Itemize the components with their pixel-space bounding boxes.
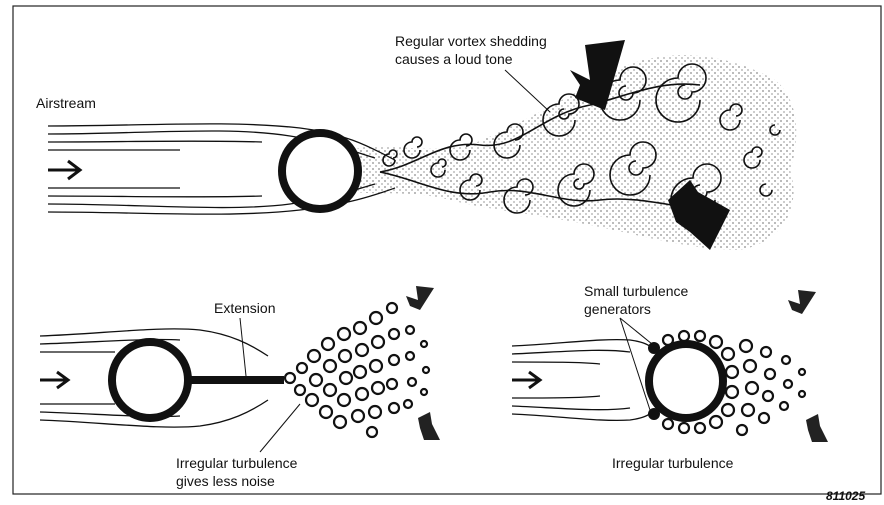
bottom-left-panel: Extension Irregular turbulence gives les… — [40, 286, 440, 489]
extension-leader — [240, 318, 246, 376]
irregular-turbulence-left — [285, 303, 429, 437]
callout-bottom-left-line2: gives less noise — [176, 473, 275, 489]
flow-arrow-top — [48, 161, 80, 179]
cylinder-bottom-left — [112, 342, 188, 418]
callout-leader-top — [505, 70, 550, 112]
turbulence-label-bottom-right: Irregular turbulence — [612, 455, 734, 471]
extension-plate — [186, 376, 284, 384]
callout-leader-bottom-left — [260, 404, 300, 452]
bottom-right-panel: Small turbulence generators Irregular tu… — [512, 283, 828, 471]
noise-arrow-bl-down — [418, 412, 440, 440]
cylinder-top — [282, 133, 358, 209]
callout-top-line2: causes a loud tone — [395, 51, 513, 67]
generators-leader-b — [620, 318, 650, 410]
vortex-wake-shading — [352, 55, 796, 250]
noise-arrow-bl-up — [406, 286, 434, 310]
callout-top-line1: Regular vortex shedding — [395, 33, 547, 49]
top-panel: Airstream Regular vortex shedding causes… — [36, 33, 796, 250]
turbulence-generator-top — [648, 342, 660, 354]
noise-arrow-br-up — [788, 290, 816, 314]
cylinder-bottom-right — [649, 344, 723, 418]
generators-line1: Small turbulence — [584, 283, 688, 299]
flow-arrow-bottom-left — [40, 372, 68, 388]
generators-line2: generators — [584, 301, 651, 317]
noise-arrow-br-down — [806, 414, 828, 442]
callout-bottom-left-line1: Irregular turbulence — [176, 455, 298, 471]
figure-number: 811025 — [826, 489, 865, 503]
airstream-label: Airstream — [36, 95, 96, 111]
extension-label: Extension — [214, 300, 275, 316]
flow-arrow-bottom-right — [512, 372, 540, 388]
